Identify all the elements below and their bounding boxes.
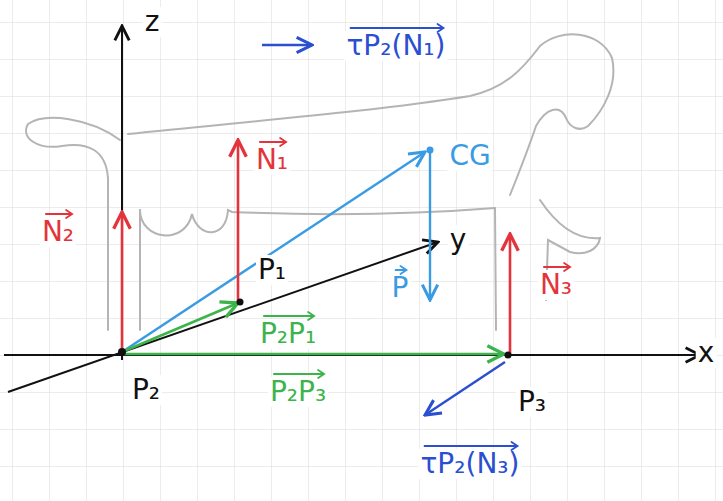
torque-label: τP₂(N₃) xyxy=(419,449,522,479)
torque-n3-vector xyxy=(425,362,505,415)
vector-label: P xyxy=(390,273,411,303)
vector-label: P₂P₃ xyxy=(268,377,328,407)
normal-force-n2 xyxy=(121,212,124,352)
axis-label: x xyxy=(696,338,717,368)
vector-p2p1 xyxy=(122,303,238,352)
point-label: CG xyxy=(447,141,492,171)
point-p2 xyxy=(118,348,126,356)
normal-force-n3 xyxy=(509,234,512,354)
torque-n1-vector xyxy=(262,44,312,46)
vector-label: P₂P₁ xyxy=(258,319,318,349)
z-axis xyxy=(121,26,123,360)
weight-vector xyxy=(429,150,431,300)
position-vector-cg xyxy=(122,152,425,352)
animal-outline xyxy=(26,34,613,330)
normal-force-n1 xyxy=(237,140,240,302)
hind-leg-outline xyxy=(108,178,140,330)
force-label: N₁ xyxy=(254,145,290,175)
tail-outline xyxy=(26,118,120,178)
center-of-gravity xyxy=(427,147,434,154)
force-label: N₃ xyxy=(538,270,574,300)
axis-label: y xyxy=(448,225,469,255)
point-p1 xyxy=(237,299,244,306)
point-label: P₂ xyxy=(130,375,162,405)
x-axis xyxy=(4,354,700,356)
point-p3 xyxy=(505,352,512,359)
point-label: P₁ xyxy=(256,255,288,285)
torque-label: τP₂(N₁) xyxy=(345,31,448,61)
force-label: N₂ xyxy=(40,217,76,247)
point-label: P₃ xyxy=(516,387,548,417)
axis-label: z xyxy=(143,7,162,37)
vector-p2p3 xyxy=(122,353,504,356)
y-axis xyxy=(8,242,438,392)
